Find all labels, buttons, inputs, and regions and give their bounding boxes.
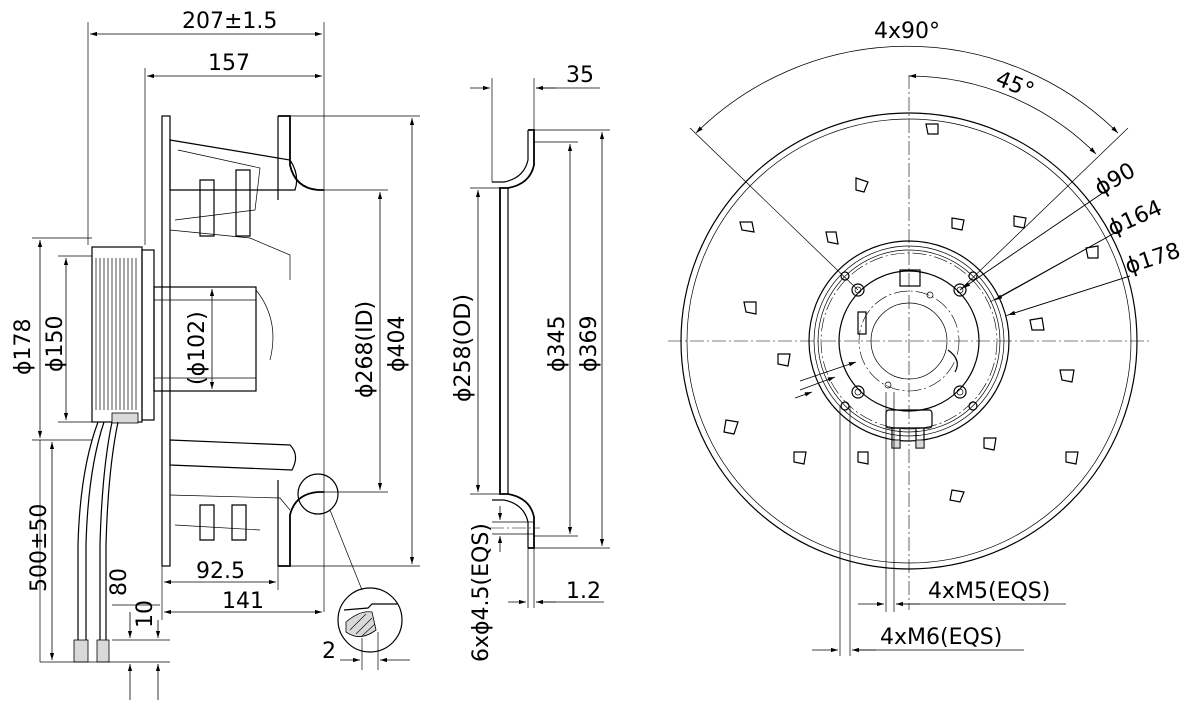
thread-m6: 4xM6(EQS) bbox=[880, 625, 1002, 650]
dim-35: 35 bbox=[566, 63, 594, 88]
thread-m5: 4xM5(EQS) bbox=[928, 579, 1050, 604]
angle-45: 45° bbox=[992, 66, 1038, 104]
dim-80: 80 bbox=[107, 568, 132, 596]
motor-body bbox=[91, 246, 143, 423]
side-view: 207±1.5 157 bbox=[11, 9, 420, 700]
mount-holes bbox=[840, 271, 978, 411]
back-plate bbox=[161, 115, 171, 567]
motor-flange bbox=[808, 240, 1010, 442]
pcd-178: ϕ178 bbox=[1122, 238, 1183, 279]
cable bbox=[77, 421, 99, 640]
pcd-164: ϕ164 bbox=[1104, 196, 1166, 242]
dim-369: ϕ369 bbox=[577, 315, 602, 372]
dim-hub-diameter: (ϕ102) bbox=[185, 311, 210, 385]
dim-10: 10 bbox=[133, 600, 158, 628]
dim-345: ϕ345 bbox=[545, 315, 570, 372]
dim-cable-length: 500±50 bbox=[27, 504, 52, 592]
detail-view bbox=[337, 587, 403, 653]
cable-glands bbox=[885, 409, 933, 449]
blade-marks bbox=[723, 123, 1099, 503]
angle-pattern: 4x90° bbox=[874, 19, 940, 44]
dim-detail: 2 bbox=[322, 639, 336, 664]
dim-92-5: 92.5 bbox=[196, 559, 245, 584]
dim-holes: 6xϕ4.5(EQS) bbox=[469, 523, 494, 662]
dim-impeller-diameter: ϕ404 bbox=[385, 315, 410, 372]
dim-157: 157 bbox=[208, 51, 250, 76]
dim-inlet-id: ϕ268(ID) bbox=[353, 301, 378, 398]
dim-thickness: 1.2 bbox=[566, 579, 601, 604]
hub bbox=[153, 286, 257, 392]
dim-ring-od: ϕ258(OD) bbox=[451, 294, 476, 402]
detail-marker bbox=[297, 473, 339, 515]
front-shroud bbox=[278, 115, 324, 191]
inlet-ring-profile bbox=[499, 129, 535, 549]
ring-view: 35 ϕ258(OD) ϕ345 ϕ369 6xϕ4.5(EQS) 1.2 bbox=[451, 63, 610, 662]
dim-motor-diameter: ϕ178 bbox=[11, 318, 36, 375]
pcd-90: ϕ90 bbox=[1091, 158, 1140, 201]
motor-fins bbox=[95, 258, 137, 410]
dim-overall-length: 207±1.5 bbox=[182, 9, 277, 34]
front-view: 4x90° 45° ϕ90 ϕ164 ϕ178 4xM5(EQS) 4xM6(E… bbox=[668, 19, 1184, 656]
dim-motor-inner-diameter: ϕ150 bbox=[43, 315, 68, 372]
dim-141: 141 bbox=[222, 589, 264, 614]
